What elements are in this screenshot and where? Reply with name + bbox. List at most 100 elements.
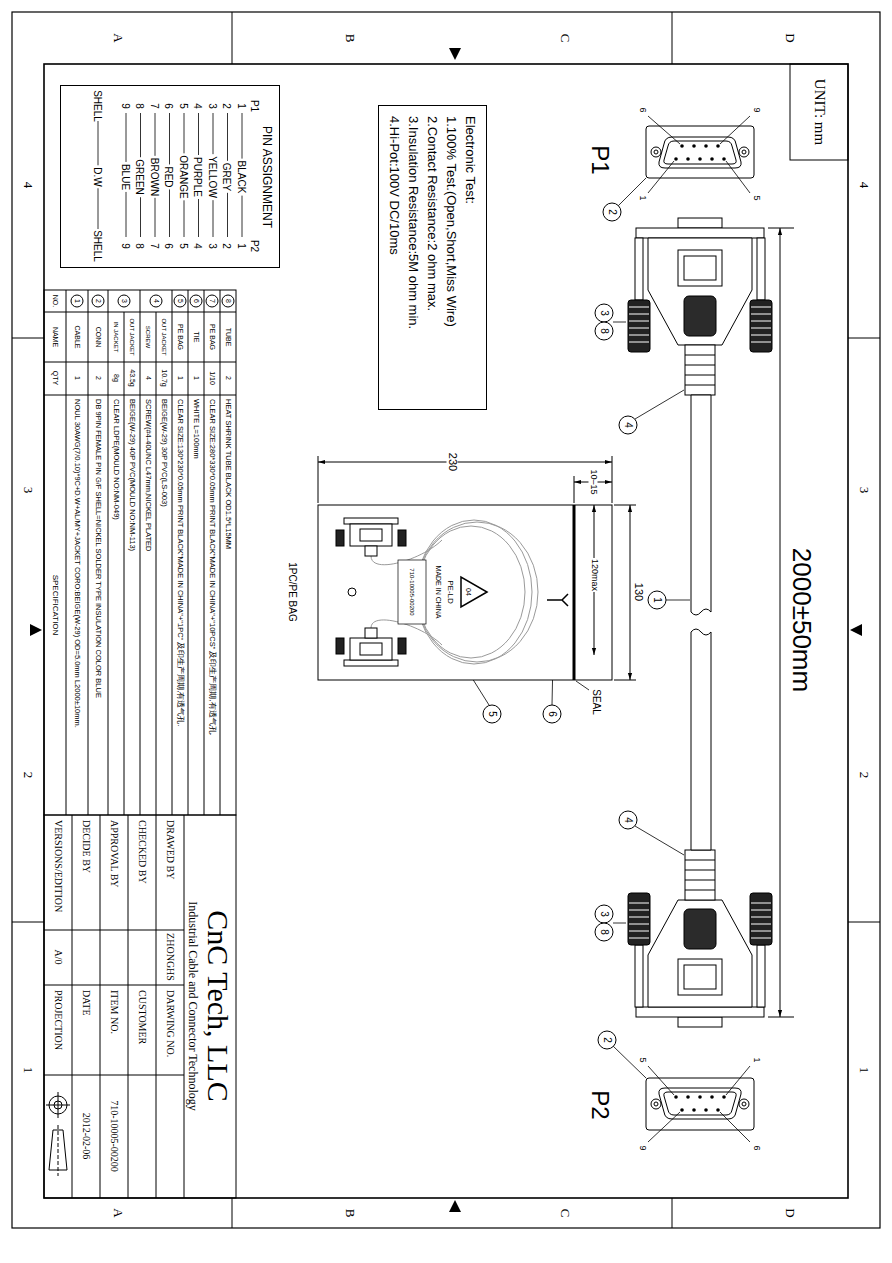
- test-note-box: Electronic Test:1.100% Test.(Open,Short,…: [378, 105, 487, 410]
- title-cell: DATE: [81, 990, 91, 1016]
- box-text: 9: [120, 103, 130, 109]
- centering-mark: [449, 1200, 461, 1212]
- table-cell: CLEAR SIZE:130*230*0.05mm PRINT BLACK"MA…: [176, 399, 184, 726]
- zone-letter: A: [112, 1208, 125, 1217]
- package-note: 1PC/PE BAG: [287, 562, 297, 621]
- callout-circle: [595, 905, 613, 923]
- connector-end-view: [674, 157, 678, 161]
- cable: [691, 629, 711, 850]
- box-text: RED: [164, 164, 174, 189]
- box-text: YELLOW: [207, 154, 217, 200]
- pin-assignment-table: PIN ASSIGNMENTP1P21BLACK12GREY23YELLOW34…: [60, 85, 280, 268]
- connector-side-view: [628, 850, 772, 1027]
- bom-table: [206, 295, 218, 307]
- callout-circle: [648, 591, 666, 609]
- table-header: SPECIFICATION: [51, 575, 59, 636]
- box-text: 5: [178, 243, 188, 249]
- connector-side-view: [628, 300, 650, 352]
- drawing-frame: [12, 12, 880, 1228]
- callout-number: 2: [607, 209, 617, 215]
- title-cell: ITEM NO.: [109, 990, 119, 1034]
- box-text: GREY: [222, 161, 232, 193]
- table-cell: SCREW(#4-40UNC L47mm,NICKEL PLATED: [144, 399, 152, 552]
- pe-bag: [318, 505, 612, 680]
- company-name: CnC Tech, LLC: [203, 910, 233, 1102]
- zone-number: 4: [22, 182, 35, 189]
- callout-circle: [603, 203, 621, 221]
- connector-side-view: [648, 238, 752, 345]
- box-text: 4: [193, 103, 203, 109]
- connector-end-view: [646, 126, 754, 178]
- dimension-text: 2000±50mm: [789, 548, 815, 692]
- bom-table: [44, 290, 236, 815]
- connector-side-view: [684, 256, 716, 280]
- box-text: 8: [135, 103, 145, 109]
- pe-bag: [371, 540, 442, 645]
- pe-bag: [398, 560, 426, 624]
- projection-symbol: [58, 1125, 59, 1176]
- bom-table: [190, 295, 202, 307]
- table-cell: 8g: [113, 374, 120, 382]
- title-block: [44, 815, 236, 1198]
- table-cell: NOUL 30AWG(7/0.10)*9C+D.W+AL/MY+JACKET C…: [73, 399, 81, 728]
- pin-number: 9: [638, 1145, 647, 1150]
- pe-bag: [318, 462, 612, 463]
- connector-side-view: [685, 345, 715, 395]
- pin-number: 6: [752, 1145, 761, 1150]
- callout-circle: [595, 923, 613, 941]
- title-cell: PROJECTION: [53, 990, 63, 1050]
- drawing-frame: [790, 64, 848, 160]
- box-text: SHELL: [92, 90, 102, 122]
- connector-end-view: [674, 144, 726, 161]
- connector-end-view: [692, 144, 696, 148]
- pe-bag: [318, 456, 636, 680]
- pe-bag: [416, 520, 532, 664]
- connector-end-view: [704, 144, 708, 148]
- pin-wire-line: [98, 113, 242, 237]
- pe-bag: [398, 530, 406, 546]
- pin-number: 5: [638, 1057, 647, 1062]
- table-cell: IN JACKET: [113, 322, 119, 353]
- zone-letter: C: [559, 34, 572, 43]
- box-text: GREEN: [135, 157, 145, 197]
- box-text: 2: [222, 103, 232, 109]
- leader-line: [613, 826, 750, 1142]
- table-cell: PE BAG: [177, 324, 184, 350]
- pe-bag: [360, 529, 382, 541]
- item-number: 7: [209, 299, 216, 303]
- zone-letter: B: [344, 34, 357, 43]
- table-cell: 1: [177, 376, 184, 380]
- box-text: 2: [222, 243, 232, 249]
- table-cell: CABLE: [74, 326, 81, 349]
- pe-bag: [461, 577, 487, 607]
- connector-side-view: [678, 218, 722, 228]
- table-cell: 1/10: [209, 371, 216, 385]
- table-cell: TUBE: [225, 328, 232, 347]
- item-number: 2: [95, 299, 102, 303]
- pe-bag: [348, 588, 356, 596]
- bom-table: [44, 290, 236, 815]
- title-cell: ZHONGHS: [165, 933, 175, 981]
- pe-bag: [344, 660, 398, 666]
- box-text: P1: [249, 100, 259, 112]
- bom-table: [174, 295, 186, 307]
- box-text: BLUE: [120, 162, 130, 192]
- table-cell: SCREW: [145, 326, 151, 348]
- box-text: P2: [249, 240, 259, 252]
- connector-side-view: [636, 228, 764, 238]
- centering-mark: [30, 48, 862, 1212]
- callout-number: 5: [487, 711, 497, 717]
- table-cell: TIE: [193, 332, 200, 343]
- dimension-text: 130: [633, 582, 644, 602]
- callout-circle: [483, 705, 501, 723]
- table-cell: HEAT SHRINK TUBE BLACK OD1.5*L15MM: [224, 399, 232, 549]
- dimension-line: [780, 228, 781, 1017]
- title-cell: DARWING NO.: [165, 990, 175, 1057]
- box-heading: Electronic Test:: [461, 116, 480, 204]
- connector-end-view: [710, 157, 714, 161]
- pe-bag: [344, 518, 398, 524]
- box-text: 5: [178, 103, 188, 109]
- zone-number: 4: [858, 182, 871, 189]
- connector-name: P2: [588, 1090, 612, 1119]
- box-text: PURPLE: [193, 155, 203, 199]
